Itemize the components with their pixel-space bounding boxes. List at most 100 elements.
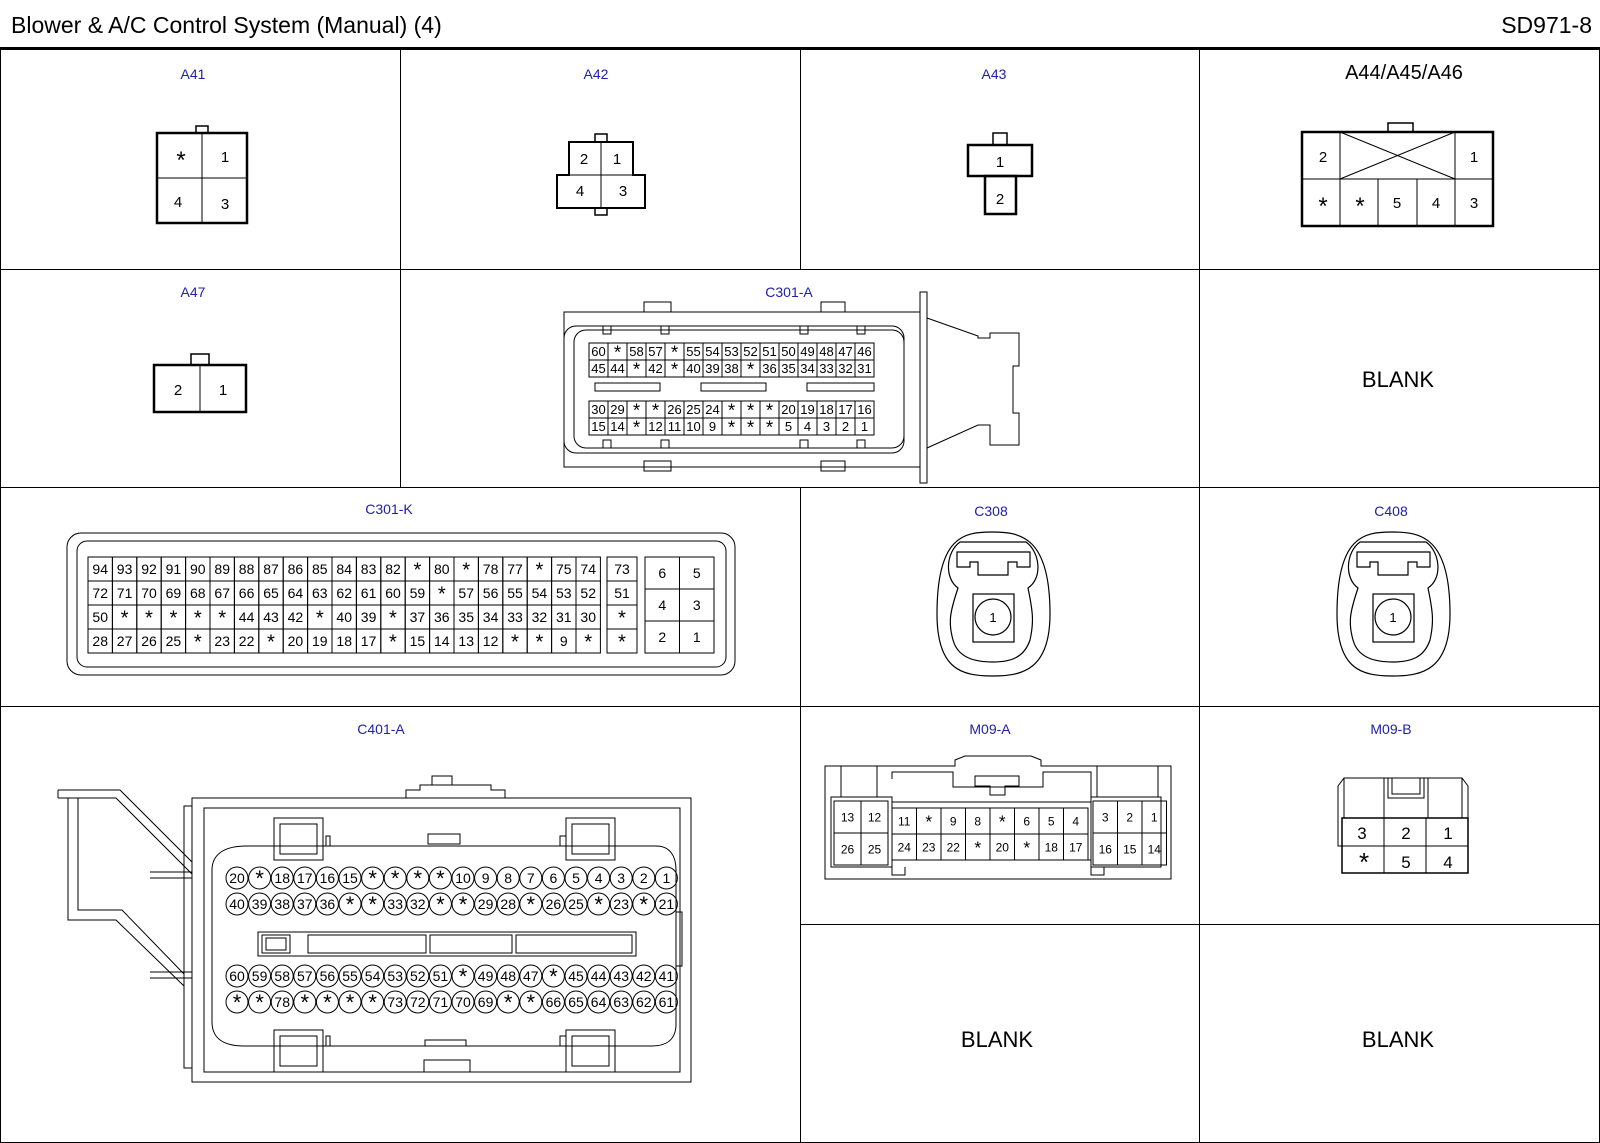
- c301k-pin: 1: [693, 629, 701, 645]
- c301a-pin: 30: [591, 402, 605, 417]
- label-c408: C408: [1374, 503, 1408, 519]
- m09a-pin: 25: [868, 842, 882, 856]
- pin-a41-3: 4: [174, 194, 182, 211]
- c301k-pin: 63: [312, 585, 328, 601]
- c401a-pin-circle: [451, 964, 475, 988]
- c301a-pin: 32: [838, 361, 852, 376]
- c301a-pin: 29: [610, 402, 624, 417]
- m09a-pin: 6: [1023, 814, 1030, 828]
- c301k-pin: 34: [483, 609, 499, 625]
- c401a-pin-circle: [248, 892, 272, 916]
- c301k-pin: 75: [556, 561, 572, 577]
- c401a-pin: 33: [387, 896, 403, 912]
- c301a-pin: *: [766, 417, 774, 438]
- m09a-pin: 26: [841, 842, 855, 856]
- c301k-pin: 62: [336, 585, 352, 601]
- c301k-pin: 78: [483, 561, 499, 577]
- m09a-pin: 24: [898, 840, 912, 854]
- c401a-pin: 41: [659, 968, 675, 984]
- c301k-pin: 6: [658, 565, 666, 581]
- c401a-pin: 66: [546, 994, 562, 1010]
- c301k-cell: [679, 620, 715, 654]
- c401a-pin: *: [368, 866, 377, 891]
- label-c401a: C401-A: [357, 721, 405, 737]
- m09a-pin: 22: [947, 840, 961, 854]
- c301k-pin: *: [618, 608, 626, 630]
- c301k-pin: 35: [458, 609, 474, 625]
- c401a-pin: *: [368, 990, 377, 1015]
- c301k-pin: *: [535, 560, 543, 582]
- c401a-pin-circle: [609, 964, 633, 988]
- c401a-pin-circle: [587, 990, 611, 1014]
- c401a-pin: *: [346, 892, 355, 917]
- c301k-pin: 33: [507, 609, 523, 625]
- pin-a42-2: 1: [613, 151, 621, 168]
- c401a-pin-circle: [270, 964, 294, 988]
- c301a-pin: 54: [705, 344, 719, 359]
- label-a47: A47: [181, 284, 206, 300]
- c301a-pin: *: [747, 359, 755, 380]
- c401a-pin: 25: [568, 896, 584, 912]
- c301a-pin: 9: [709, 419, 716, 434]
- c401a-pin-circle: [474, 964, 498, 988]
- c401a-pin-circle: [361, 892, 385, 916]
- c401a-pin: 18: [274, 870, 290, 886]
- c401a-pin-circle: [383, 990, 407, 1014]
- c401a-pin-circle: [406, 866, 430, 890]
- c401a-pin-circle: [315, 866, 339, 890]
- c301a-pin: *: [728, 417, 736, 438]
- c401a-pin: 43: [613, 968, 629, 984]
- c401a-pin-circle: [293, 866, 317, 890]
- c401a-pin: 49: [478, 968, 494, 984]
- c301k-pin: 4: [658, 597, 666, 613]
- c301k-pin: 43: [263, 609, 279, 625]
- m09a-pin: 20: [996, 840, 1010, 854]
- m09a-pin: 16: [1099, 842, 1113, 856]
- c301k-pin: 31: [556, 609, 572, 625]
- pin-a44-5: 5: [1393, 195, 1401, 212]
- c301k-pin: 83: [361, 561, 377, 577]
- c401a-pin-circle: [496, 892, 520, 916]
- c301a-pin: 16: [857, 402, 871, 417]
- c401a-pin: 23: [613, 896, 629, 912]
- c401a-pin-circle: [632, 990, 656, 1014]
- c301a-pin: 33: [819, 361, 833, 376]
- pin-a41-2: 1: [221, 149, 229, 166]
- label-m09b: M09-B: [1370, 721, 1411, 737]
- c401a-pin: 54: [365, 968, 381, 984]
- c301k-pin: 14: [434, 633, 450, 649]
- c401a-pin: 21: [659, 896, 675, 912]
- c401a-pin: 72: [410, 994, 426, 1010]
- c401a-pin: 57: [297, 968, 313, 984]
- m09a-pin: 5: [1048, 814, 1055, 828]
- label-m09a: M09-A: [969, 721, 1011, 737]
- c401a-pin: *: [255, 866, 264, 891]
- c301k-pin: 26: [141, 633, 157, 649]
- c301a-pin: 48: [819, 344, 833, 359]
- m09a-pin: *: [974, 838, 981, 858]
- m09a-pin: *: [1023, 838, 1030, 858]
- c401a-pin: 44: [591, 968, 607, 984]
- connector-c301a-housing: [563, 291, 1020, 484]
- c301a-pin: *: [671, 359, 679, 380]
- c401a-pin-circle: [654, 892, 678, 916]
- c301k-pin: 51: [614, 585, 630, 601]
- c401a-pin: 64: [591, 994, 607, 1010]
- c301k-pin: 89: [214, 561, 230, 577]
- c401a-pin-circle: [632, 892, 656, 916]
- c301a-pin: 14: [610, 419, 624, 434]
- c401a-pin-circle: [383, 866, 407, 890]
- c301k-pin: 71: [117, 585, 133, 601]
- c301k-pin: 20: [288, 633, 304, 649]
- c401a-pin-circle: [248, 990, 272, 1014]
- c401a-pin: 3: [617, 870, 625, 886]
- label-a42: A42: [584, 66, 609, 82]
- c301k-pin: 82: [385, 561, 401, 577]
- c401a-pin-circle: [338, 990, 362, 1014]
- c401a-pin: 42: [636, 968, 652, 984]
- m09a-pin: 3: [1102, 810, 1109, 824]
- c301k-pin: 22: [239, 633, 255, 649]
- m09a-pin: 2: [1126, 810, 1133, 824]
